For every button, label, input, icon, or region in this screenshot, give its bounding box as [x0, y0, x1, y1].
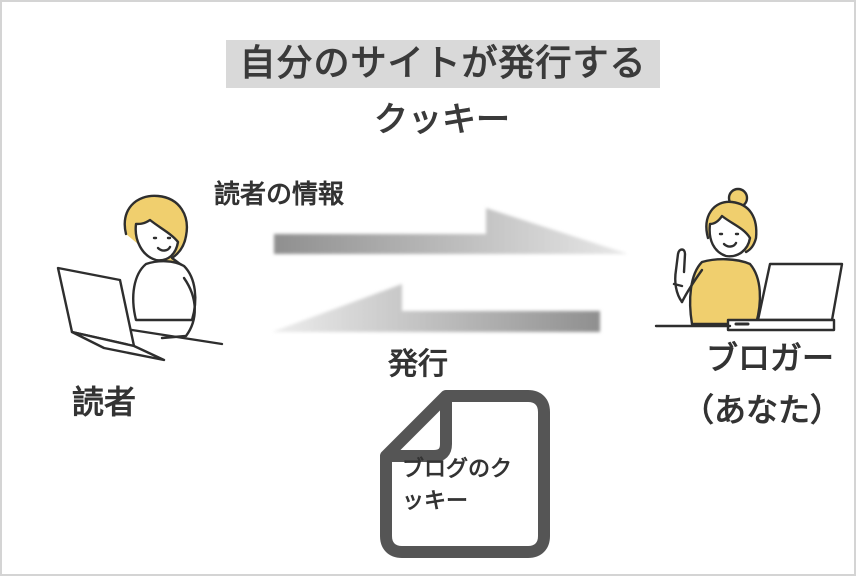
issue-label: 発行	[388, 347, 448, 382]
blogger-sub-label: （あなた）	[681, 391, 842, 429]
blogger-label: ブロガー	[705, 339, 834, 377]
arrow-left	[272, 284, 600, 332]
document-text: ブログのクッキー	[402, 457, 513, 514]
document-icon	[380, 390, 550, 558]
title-line-2: クッキー	[374, 100, 510, 140]
reader-illustration	[56, 194, 224, 362]
reader-info-label: 読者の情報	[214, 180, 345, 210]
title-line-1: 自分のサイトが発行する	[226, 40, 660, 88]
arrow-right	[274, 208, 628, 254]
reader-label: 読者	[72, 383, 137, 421]
blogger-illustration	[654, 187, 844, 332]
